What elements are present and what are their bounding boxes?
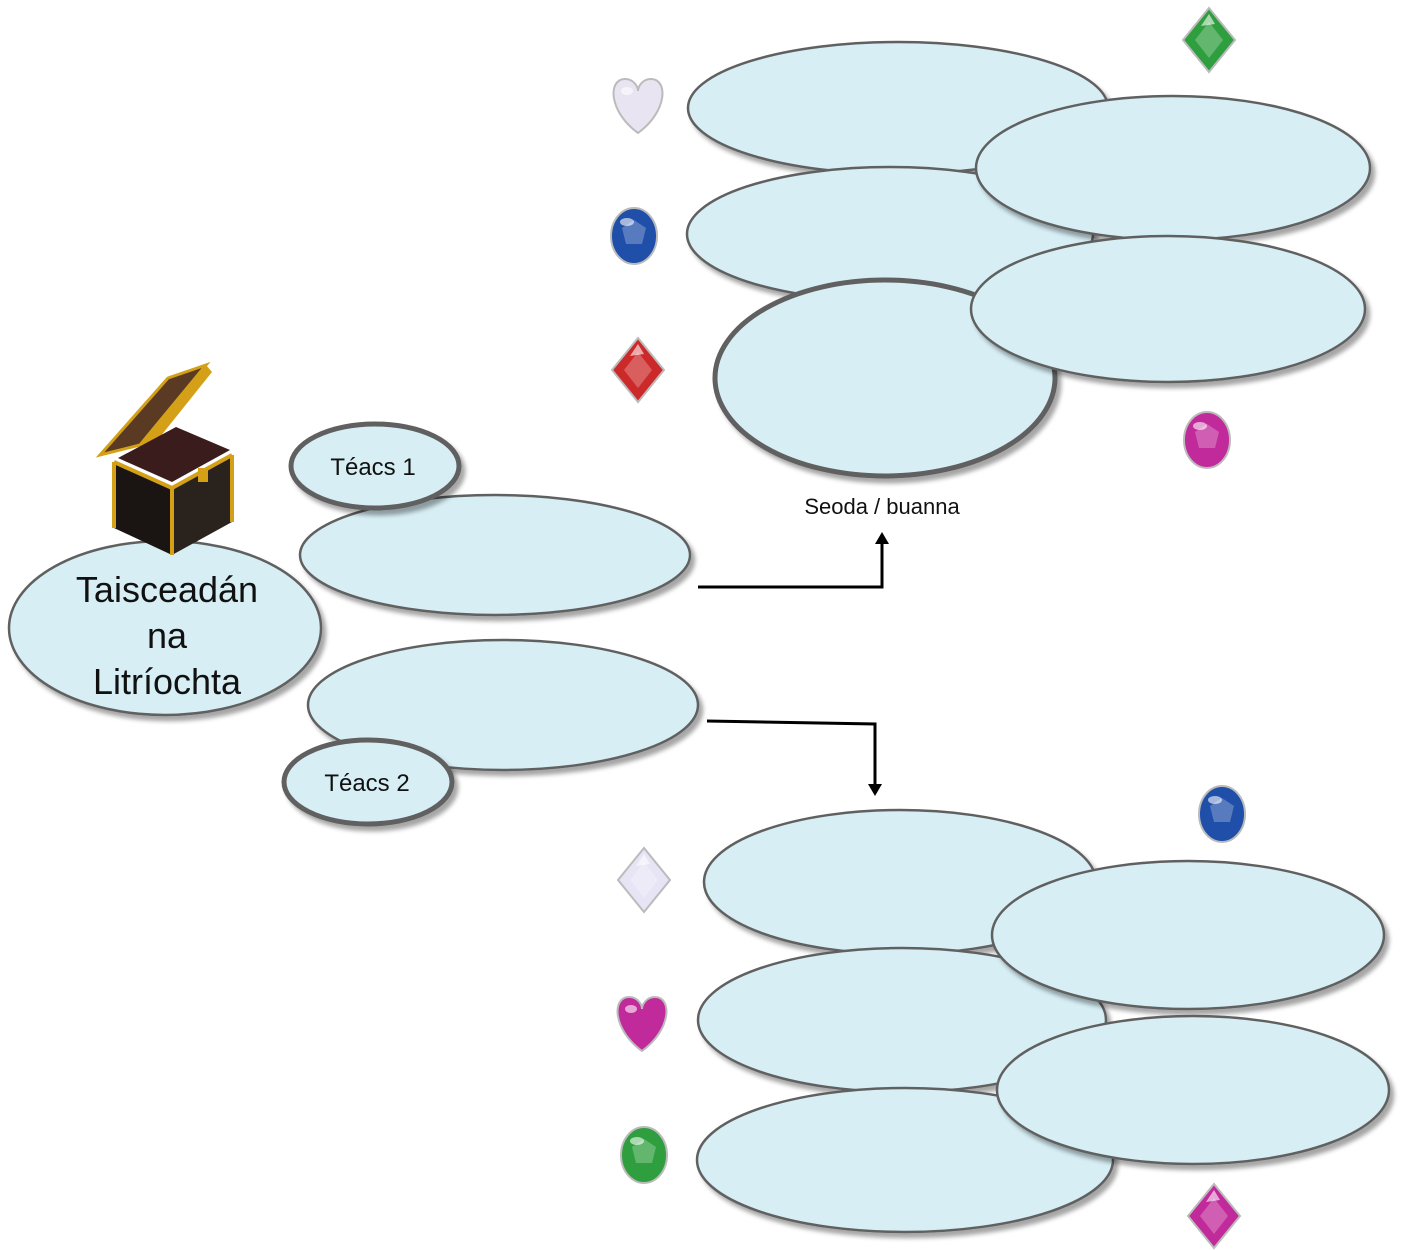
bottom-answer-ellipse-2[interactable]	[990, 859, 1386, 1011]
top-gem-cluster	[685, 40, 1372, 479]
top-answer-ellipse-2[interactable]	[974, 94, 1372, 242]
blue-round-gem-icon	[610, 207, 658, 265]
magenta-round-gem-icon	[1183, 411, 1231, 469]
text1-answer-ellipse[interactable]	[298, 493, 692, 617]
bottom-answer-ellipse-5[interactable]	[695, 1086, 1115, 1234]
top-answer-ellipse-4[interactable]	[969, 234, 1367, 384]
magenta-diamond-gem-icon	[1186, 1182, 1242, 1250]
text2-label: Téacs 2	[324, 770, 409, 797]
text1-label: Téacs 1	[330, 454, 415, 481]
gem-icons-layer	[610, 6, 1246, 1250]
red-diamond-gem-icon	[610, 336, 666, 404]
treasure-chest-icon	[95, 361, 234, 555]
top-answer-ellipse-5[interactable]	[712, 277, 1058, 479]
connector-bottom	[706, 719, 882, 796]
blue-round-gem-icon	[1198, 785, 1246, 843]
bottom-gem-cluster	[695, 808, 1391, 1234]
gems-caption: Seoda / buanna	[804, 494, 960, 519]
text2-label-ellipse	[281, 737, 455, 827]
green-round-gem-icon	[620, 1126, 668, 1184]
white-diamond-gem-icon	[616, 846, 672, 914]
text1-label-node: Téacs 1	[288, 421, 462, 511]
text2-label-node: Téacs 2	[281, 737, 455, 827]
main-title-line-3: Litríochta	[93, 661, 242, 702]
magenta-heart-gem-icon	[616, 995, 668, 1053]
bottom-answer-ellipse-4[interactable]	[995, 1014, 1391, 1166]
white-heart-gem-icon	[612, 77, 664, 135]
main-title-node: Taisceadán na Litríochta	[7, 539, 323, 717]
main-title-line-1: Taisceadán	[76, 569, 258, 610]
green-diamond-gem-icon	[1181, 6, 1237, 74]
text1-label-ellipse	[288, 421, 462, 511]
text2-answer-ellipse[interactable]	[306, 638, 700, 772]
connector-top	[698, 532, 889, 589]
main-title-line-2: na	[147, 615, 188, 656]
